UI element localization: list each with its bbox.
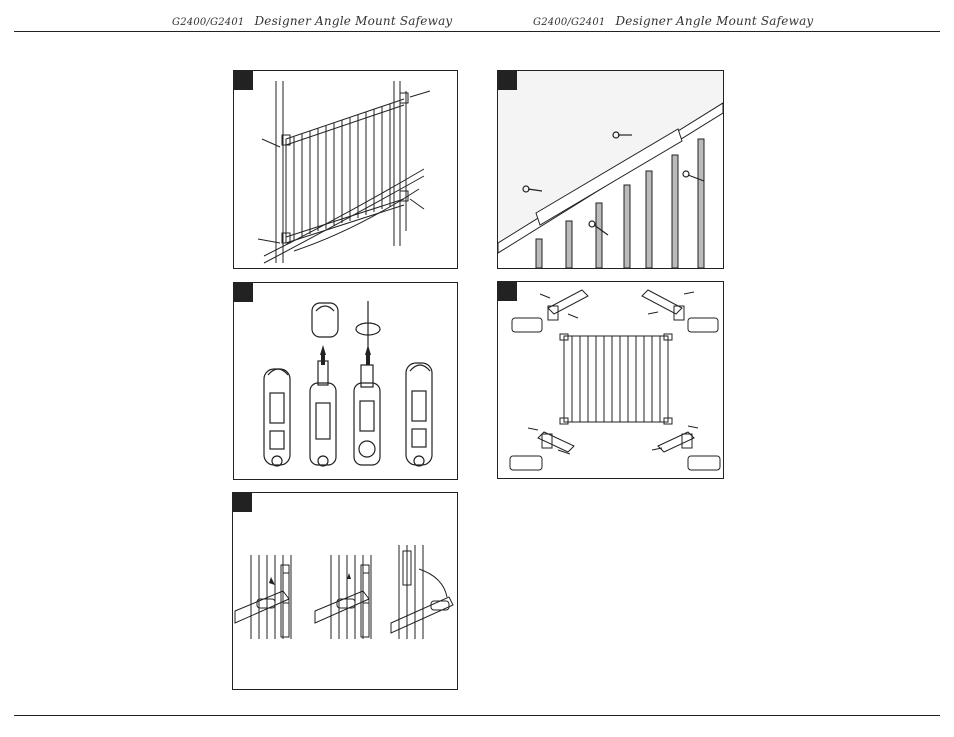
- header-right-title: Designer Angle Mount Safeway: [615, 14, 813, 28]
- hinge-swing-adjustment-illustration: [233, 493, 457, 689]
- figure-4-step-badge: [498, 71, 517, 90]
- figure-2-panel: [233, 282, 458, 480]
- hinge-mount-cap-removal-illustration: [234, 283, 457, 479]
- header-rule: [14, 31, 940, 32]
- header-left-model: G2400/G2401: [172, 17, 244, 28]
- header-right: G2400/G2401 Designer Angle Mount Safeway: [533, 14, 813, 28]
- gate-mounting-hardware-exploded-illustration: [498, 282, 723, 478]
- header-left-title: Designer Angle Mount Safeway: [254, 14, 452, 28]
- figure-2-step-badge: [234, 283, 253, 302]
- footer-rule: [14, 715, 940, 716]
- header-right-model: G2400/G2401: [533, 17, 605, 28]
- figure-3-step-badge: [233, 493, 252, 512]
- figure-4-panel: [497, 70, 724, 269]
- installed-angled-gate-illustration: [234, 71, 457, 268]
- figure-5-step-badge: [498, 282, 517, 301]
- header-left: G2400/G2401 Designer Angle Mount Safeway: [172, 14, 452, 28]
- figure-3-panel: [232, 492, 458, 690]
- figure-1-step-badge: [234, 71, 253, 90]
- figure-5-panel: [497, 281, 724, 479]
- figure-1-panel: [233, 70, 458, 269]
- banister-screw-mounting-illustration: [498, 71, 723, 268]
